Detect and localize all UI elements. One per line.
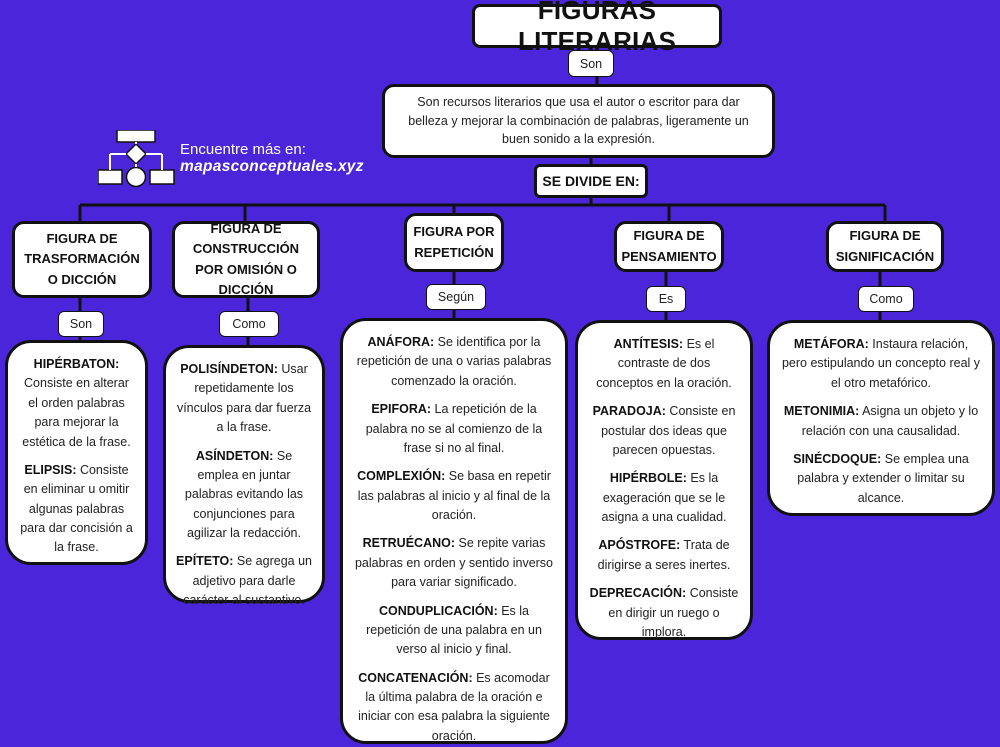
main-title: FIGURAS LITERARIAS bbox=[472, 0, 722, 56]
leaf-item: HIPÉRBOLE: Es la exageración que se le a… bbox=[588, 469, 740, 527]
brand-text: Encuentre más en: mapasconceptuales.xyz bbox=[180, 141, 364, 176]
brand-line-1: Encuentre más en: bbox=[180, 141, 306, 158]
brand-url[interactable]: mapasconceptuales.xyz bbox=[180, 158, 364, 175]
leaf-construccion: POLISÍNDETON: Usar repetidamente los vín… bbox=[163, 345, 325, 607]
item-desc: Consiste en dirigir un ruego o implora. bbox=[608, 586, 739, 639]
leaf-item: METONIMIA: Asigna un objeto y lo relació… bbox=[780, 402, 982, 441]
item-term: ANTÍTESIS: bbox=[613, 337, 684, 351]
leaf-item: PARADOJA: Consiste en postular dos ideas… bbox=[588, 402, 740, 460]
item-term: COMPLEXIÓN: bbox=[357, 469, 446, 484]
item-term: DEPRECACIÓN: bbox=[589, 586, 687, 601]
leaf-pensamiento: ANTÍTESIS: Es el contraste de dos concep… bbox=[575, 320, 753, 640]
item-term: SINÉCDOQUE: bbox=[793, 451, 882, 466]
item-term: RETRUÉCANO: bbox=[362, 536, 456, 551]
leaf-item: DEPRECACIÓN: Consiste en dirigir un rueg… bbox=[588, 584, 740, 642]
leaf-item: COMPLEXIÓN: Se basa en repetir las palab… bbox=[353, 467, 555, 525]
definition-box: Son recursos literarios que usa el autor… bbox=[382, 84, 775, 158]
leaf-item: METÁFORA: Instaura relación, pero estipu… bbox=[780, 335, 982, 393]
leaf-item: RETRUÉCANO: Se repite varias palabras en… bbox=[353, 534, 555, 592]
item-desc: Se emplea una palabra y extender o limit… bbox=[797, 451, 969, 505]
leaf-item: EPIFORA: La repetición de la palabra no … bbox=[353, 400, 555, 458]
leaf-item: SINÉCDOQUE: Se emplea una palabra y exte… bbox=[780, 450, 982, 508]
item-desc: Instaura relación, pero estipulando un c… bbox=[781, 337, 981, 390]
divide-label: SE DIVIDE EN: bbox=[534, 164, 648, 198]
item-term: METÁFORA: bbox=[793, 337, 869, 351]
item-desc: Se basa en repetir las palabras al inici… bbox=[357, 469, 551, 522]
item-desc: Es acomodar la última palabra de la orac… bbox=[358, 670, 550, 743]
leaf-item: CONCATENACIÓN: Es acomodar la última pal… bbox=[353, 669, 555, 747]
item-term: APÓSTROFE: bbox=[598, 538, 681, 553]
item-term: PARADOJA: bbox=[592, 404, 666, 419]
leaf-transformacion: HIPÉRBATON: Consiste en alterar el orden… bbox=[5, 340, 148, 565]
item-term: HIPÉRBOLE: bbox=[609, 471, 687, 486]
item-desc: Consiste en postular dos ideas que parec… bbox=[601, 404, 736, 457]
category-transformacion: FIGURA DE TRASFORMACIÓN O DICCIÓN bbox=[12, 221, 152, 298]
item-desc: Se repite varias palabras en orden y sen… bbox=[354, 536, 554, 590]
concept-map-logo-icon bbox=[98, 130, 175, 188]
connector-label-son-1: Son bbox=[58, 311, 104, 337]
leaf-item: ELIPSIS: Consiste en eliminar u omitir a… bbox=[18, 461, 135, 558]
item-desc: La repetición de la palabra no se al com… bbox=[365, 402, 543, 455]
leaf-item: POLISÍNDETON: Usar repetidamente los vín… bbox=[176, 360, 312, 438]
item-term: HIPÉRBATON: bbox=[33, 357, 120, 371]
leaf-item: ANTÍTESIS: Es el contraste de dos concep… bbox=[588, 335, 740, 393]
item-term: CONCATENACIÓN: bbox=[358, 670, 473, 685]
item-term: EPÍTETO: bbox=[176, 554, 234, 569]
connector-label-como-5: Como bbox=[858, 286, 914, 312]
item-desc: Se emplea en juntar palabras evitando la… bbox=[184, 448, 304, 541]
item-term: EPIFORA: bbox=[371, 402, 432, 417]
leaf-repeticion: ANÁFORA: Se identifica por la repetición… bbox=[340, 318, 568, 744]
category-pensamiento: FIGURA DE PENSAMIENTO bbox=[614, 221, 724, 272]
leaf-item: EPÍTETO: Se agrega un adjetivo para darl… bbox=[176, 552, 312, 610]
item-desc: Se identifica por la repetición de una o… bbox=[356, 335, 552, 388]
item-desc: Consiste en eliminar u omitir algunas pa… bbox=[20, 462, 133, 555]
leaf-significacion: METÁFORA: Instaura relación, pero estipu… bbox=[767, 320, 995, 516]
item-desc: Asigna un objeto y lo relación con una c… bbox=[801, 404, 979, 438]
item-term: ASÍNDETON: bbox=[195, 448, 274, 463]
item-desc: Se agrega un adjetivo para darle carácte… bbox=[183, 554, 312, 608]
connector-label-es-4: Es bbox=[646, 286, 686, 312]
connector-label-son: Son bbox=[568, 50, 614, 77]
leaf-item: APÓSTROFE: Trata de dirigirse a seres in… bbox=[588, 536, 740, 575]
leaf-item: HIPÉRBATON: Consiste en alterar el orden… bbox=[18, 355, 135, 452]
connector-label-segun-3: Según bbox=[426, 284, 486, 310]
item-term: ELIPSIS: bbox=[24, 462, 77, 477]
leaf-item: ANÁFORA: Se identifica por la repetición… bbox=[353, 333, 555, 391]
item-desc: Usar repetidamente los vínculos para dar… bbox=[176, 362, 312, 435]
item-term: POLISÍNDETON: bbox=[180, 362, 278, 376]
category-construccion: FIGURA DE CONSTRUCCIÓN POR OMISIÓN O DIC… bbox=[172, 221, 320, 298]
item-desc: Trata de dirigirse a seres inertes. bbox=[597, 538, 731, 572]
item-term: CONDUPLICACIÓN: bbox=[378, 603, 498, 618]
item-desc: Es la exageración que se le asigna a una… bbox=[601, 471, 727, 524]
item-term: ANÁFORA: bbox=[367, 335, 435, 349]
item-desc: Es el contraste de dos conceptos en la o… bbox=[596, 337, 732, 390]
item-term: METONIMIA: bbox=[783, 404, 860, 419]
connector-label-como-2: Como bbox=[219, 311, 279, 337]
category-repeticion: FIGURA POR REPETICIÓN bbox=[404, 213, 504, 272]
leaf-item: ASÍNDETON: Se emplea en juntar palabras … bbox=[176, 447, 312, 544]
leaf-item: CONDUPLICACIÓN: Es la repetición de una … bbox=[353, 602, 555, 660]
item-desc: Consiste en alterar el orden palabras pa… bbox=[22, 376, 131, 449]
item-desc: Es la repetición de una palabra en un ve… bbox=[366, 603, 542, 657]
category-significacion: FIGURA DE SIGNIFICACIÓN bbox=[826, 221, 944, 272]
